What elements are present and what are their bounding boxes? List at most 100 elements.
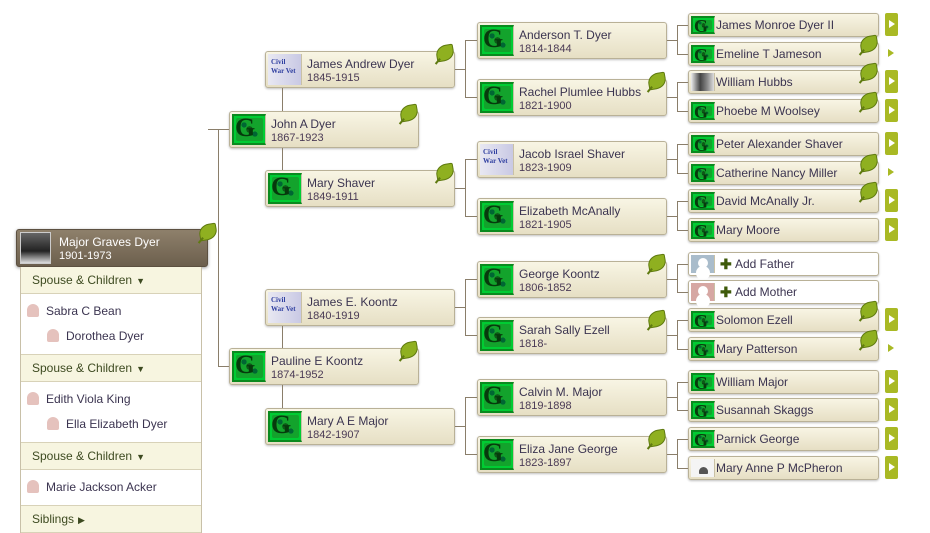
person-card[interactable]: James Monroe Dyer II <box>688 13 879 37</box>
hint-leaf-icon[interactable] <box>858 153 880 173</box>
expand-arrow-button[interactable] <box>885 370 898 393</box>
expand-arrow-button[interactable] <box>885 70 898 93</box>
person-dates: 1814-1844 <box>519 43 572 55</box>
person-photo <box>268 292 302 323</box>
child-item[interactable]: Ella Elizabeth Dyer <box>21 411 201 436</box>
plus-icon: ✚ <box>720 256 732 272</box>
expand-arrow-button[interactable] <box>885 218 898 241</box>
person-photo <box>691 340 715 358</box>
connector-line <box>667 279 677 280</box>
expand-arrow-button[interactable] <box>885 161 898 184</box>
hint-leaf-icon[interactable] <box>646 253 668 273</box>
expand-arrow-button[interactable] <box>885 308 898 331</box>
connector-line <box>677 264 678 293</box>
connector-line <box>465 279 477 280</box>
person-card[interactable]: Mary Anne P McPheron <box>688 456 879 480</box>
spouse-children-toggle[interactable]: Spouse & Children▼ <box>21 443 201 470</box>
person-card[interactable]: Mary Moore <box>688 218 879 242</box>
hint-leaf-icon[interactable] <box>398 103 420 123</box>
person-name: Rachel Plumlee Hubbs <box>519 85 642 99</box>
person-name: Phoebe M Woolsey <box>716 104 820 118</box>
spouse-name: Marie Jackson Acker <box>46 479 157 494</box>
person-card[interactable]: Catherine Nancy Miller <box>688 153 880 185</box>
hint-leaf-icon[interactable] <box>646 71 668 91</box>
spouse-children-toggle[interactable]: Spouse & Children▼ <box>21 355 201 382</box>
person-card[interactable]: Peter Alexander Shaver <box>688 132 879 156</box>
add-father-button[interactable]: ✚Add Father <box>688 252 879 276</box>
connector-line <box>677 439 678 469</box>
person-photo <box>691 102 715 120</box>
hint-leaf-icon[interactable] <box>434 162 456 182</box>
person-card[interactable]: William Major <box>688 370 879 394</box>
expand-arrow-button[interactable] <box>885 189 898 212</box>
spouse-item[interactable]: Sabra C Bean <box>21 298 201 323</box>
person-card[interactable]: Emeline T Jameson <box>688 34 880 66</box>
expand-arrow-button[interactable] <box>885 42 898 65</box>
person-name: Parnick George <box>716 432 800 446</box>
section-label: Spouse & Children <box>32 273 133 287</box>
child-item[interactable]: Dorothea Dyer <box>21 323 201 348</box>
expand-arrow-button[interactable] <box>885 398 898 421</box>
person-name: Mary Moore <box>716 223 781 237</box>
add-mother-button[interactable]: ✚Add Mother <box>688 280 879 304</box>
connector-line <box>218 129 219 367</box>
person-card[interactable]: Phoebe M Woolsey <box>688 91 880 123</box>
connector-line <box>282 88 283 111</box>
person-icon <box>27 392 39 405</box>
expand-arrow-button[interactable] <box>885 456 898 479</box>
person-card[interactable]: Parnick George <box>688 427 879 451</box>
person-card[interactable]: Susannah Skaggs <box>688 398 879 422</box>
expand-arrow-button[interactable] <box>885 337 898 360</box>
person-name: John A Dyer <box>271 117 336 131</box>
person-card[interactable]: Solomon Ezell <box>688 300 880 332</box>
person-name: William Major <box>716 375 788 389</box>
expand-arrow-button[interactable] <box>885 13 898 36</box>
connector-line <box>677 230 688 231</box>
hint-leaf-icon[interactable] <box>434 43 456 63</box>
person-name: Mary Patterson <box>716 342 798 356</box>
expand-arrow-button[interactable] <box>885 132 898 155</box>
person-card[interactable]: David McAnally Jr. <box>688 181 880 213</box>
hint-leaf-icon[interactable] <box>398 340 420 360</box>
person-icon <box>47 329 59 342</box>
connector-line <box>677 292 688 293</box>
spouse-item[interactable]: Edith Viola King <box>21 386 201 411</box>
family-panel: Spouse & Children▼ Sabra C Bean Dorothea… <box>20 267 202 533</box>
person-dates: 1840-1919 <box>307 310 360 322</box>
hint-leaf-icon[interactable] <box>858 91 880 111</box>
spouse-children-toggle[interactable]: Spouse & Children▼ <box>21 267 201 294</box>
connector-line <box>282 385 283 408</box>
expand-arrow-button[interactable] <box>885 99 898 122</box>
person-card[interactable]: William Hubbs <box>688 62 880 94</box>
root-person-card[interactable]: Major Graves Dyer 1901-1973 <box>16 222 219 267</box>
connector-line <box>677 54 688 55</box>
spouse-item[interactable]: Marie Jackson Acker <box>21 474 201 499</box>
person-photo <box>268 54 302 85</box>
person-photo <box>691 430 715 448</box>
hint-leaf-icon[interactable] <box>197 222 219 242</box>
child-name: Dorothea Dyer <box>66 328 145 343</box>
person-card[interactable]: Mary Patterson <box>688 329 880 361</box>
hint-leaf-icon[interactable] <box>646 309 668 329</box>
hint-leaf-icon[interactable] <box>646 428 668 448</box>
expand-arrow-button[interactable] <box>885 427 898 450</box>
siblings-toggle[interactable]: Siblings▶ <box>21 506 201 533</box>
connector-line <box>465 279 466 336</box>
hint-leaf-icon[interactable] <box>858 329 880 349</box>
person-photo <box>691 283 715 301</box>
hint-leaf-icon[interactable] <box>858 34 880 54</box>
